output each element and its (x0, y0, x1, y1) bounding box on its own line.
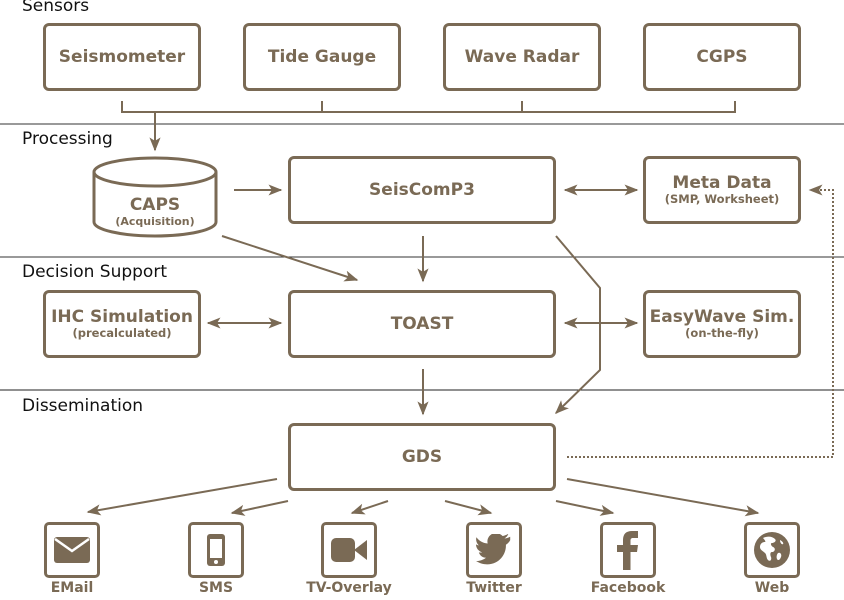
sensor-collector-connector (121, 101, 736, 152)
ihc-simulation-node[interactable]: IHC Simulation (precalculated) (43, 290, 201, 358)
arrow-seiscomp-to-gds (554, 235, 601, 414)
caps-node[interactable]: CAPS (Acquisition) (92, 196, 218, 228)
seiscomp3-title: SeisComP3 (369, 179, 475, 200)
toast-node[interactable]: TOAST (288, 290, 556, 358)
caps-subtitle: (Acquisition) (115, 214, 195, 228)
ihc-title: IHC Simulation (51, 306, 193, 327)
seiscomp3-node[interactable]: SeisComP3 (288, 156, 556, 224)
lane-label-sensors: Sensors (22, 0, 90, 16)
toast-title: TOAST (390, 313, 454, 334)
sensor-cgps[interactable]: CGPS (643, 23, 801, 91)
arrow-gds-to-facebook (555, 500, 615, 516)
easywave-title: EasyWave Sim. (649, 306, 795, 327)
arrow-gds-to-email (86, 478, 278, 516)
gds-node[interactable]: GDS (288, 423, 556, 491)
dotted-feedback-gds-to-metadata (567, 184, 834, 458)
channel-sms[interactable]: SMS (161, 522, 271, 596)
channel-facebook[interactable]: Facebook (573, 522, 683, 596)
channel-label: SMS (198, 580, 234, 596)
easywave-subtitle: (on-the-fly) (685, 326, 759, 341)
sensor-title: Tide Gauge (267, 46, 377, 67)
channel-web[interactable]: Web (717, 522, 827, 596)
arrow-gds-to-sms (230, 500, 289, 516)
sensor-title: Seismometer (58, 46, 186, 67)
arrow-gds-to-twitter (444, 500, 493, 516)
channel-label: EMail (50, 580, 94, 596)
channel-label: Web (754, 580, 790, 596)
channel-tv-overlay[interactable]: TV-Overlay (294, 522, 404, 596)
channel-label: Facebook (590, 580, 666, 596)
facebook-f-icon (600, 522, 656, 578)
ihc-subtitle: (precalculated) (72, 326, 172, 341)
gds-title: GDS (401, 446, 443, 467)
lane-label-dissemination: Dissemination (22, 396, 144, 416)
metadata-node[interactable]: Meta Data (SMP, Worksheet) (643, 156, 801, 224)
lane-label-decision-support: Decision Support (22, 262, 167, 282)
sensor-title: CGPS (696, 46, 748, 67)
envelope-icon (44, 522, 100, 578)
channel-label: TV-Overlay (306, 580, 392, 596)
phone-icon (188, 522, 244, 578)
channel-twitter[interactable]: Twitter (439, 522, 549, 596)
easywave-node[interactable]: EasyWave Sim. (on-the-fly) (643, 290, 801, 358)
sensor-seismometer[interactable]: Seismometer (43, 23, 201, 91)
sensor-title: Wave Radar (464, 46, 580, 67)
arrow-caps-to-toast (221, 235, 359, 282)
caps-database-shape (92, 156, 218, 238)
globe-icon (744, 522, 800, 578)
channel-email[interactable]: EMail (17, 522, 127, 596)
arrow-gds-to-tvoverlay (350, 500, 389, 515)
metadata-subtitle: (SMP, Worksheet) (664, 192, 780, 207)
twitter-bird-icon (466, 522, 522, 578)
channel-label: Twitter (466, 580, 522, 596)
metadata-title: Meta Data (672, 172, 772, 193)
caps-title: CAPS (129, 195, 181, 215)
arrow-gds-to-web (566, 478, 760, 517)
sensor-tide-gauge[interactable]: Tide Gauge (243, 23, 401, 91)
sensor-wave-radar[interactable]: Wave Radar (443, 23, 601, 91)
video-camera-icon (321, 522, 377, 578)
lane-label-processing: Processing (22, 129, 113, 149)
